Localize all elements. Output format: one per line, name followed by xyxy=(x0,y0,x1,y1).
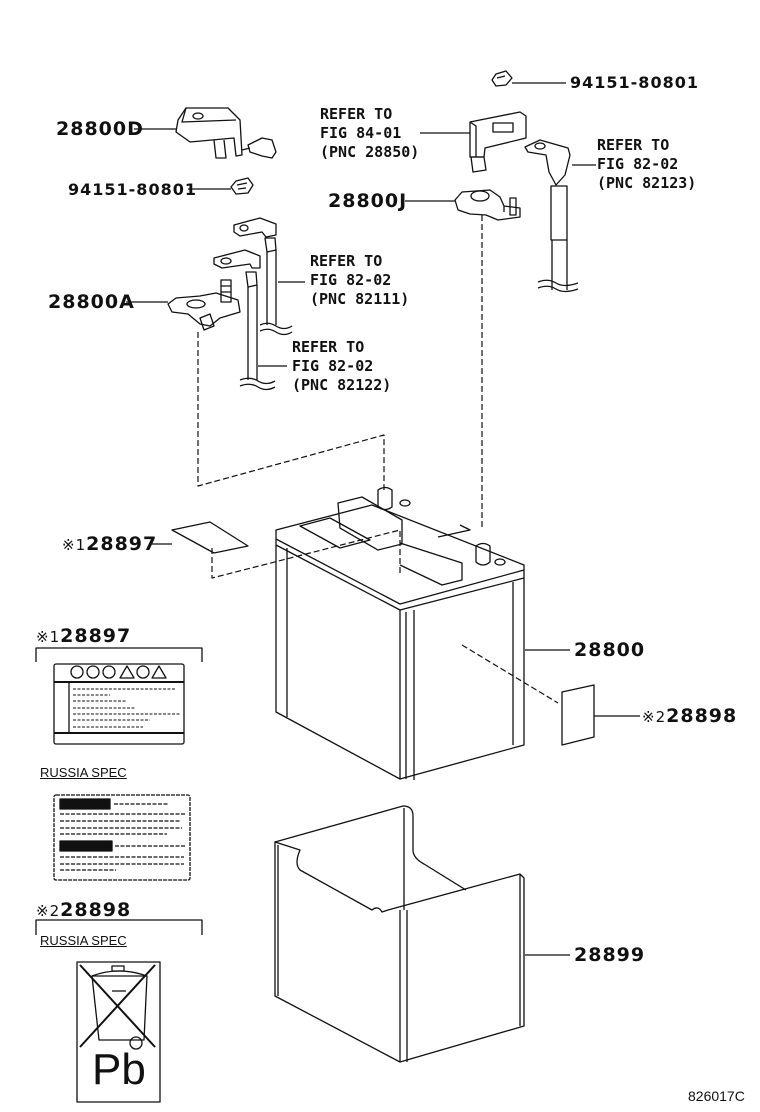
ref-line: FIG 82-02 xyxy=(310,271,392,289)
part-number: 28898 xyxy=(60,899,132,921)
note-mark: ※1 xyxy=(36,628,61,646)
part-label-28800d[interactable]: 28800D xyxy=(56,118,144,140)
russia-spec-heading-1: RUSSIA SPEC xyxy=(40,765,127,780)
terminal-cover-28800d xyxy=(175,107,277,159)
part-number: 28897 xyxy=(86,533,158,555)
cable-82122 xyxy=(213,249,276,391)
ref-line: FIG 82-02 xyxy=(292,357,374,375)
note-mark: ※2 xyxy=(642,708,667,726)
terminal-28800j xyxy=(454,189,521,221)
current-sensor xyxy=(469,111,527,173)
ref-line: (PNC 82111) xyxy=(310,290,410,308)
ref-line: REFER TO xyxy=(310,252,383,270)
ref-line: REFER TO xyxy=(320,105,393,123)
ref-line: REFER TO xyxy=(597,136,670,154)
cable-82123 xyxy=(524,139,579,293)
inset-title-28897: ※128897 xyxy=(36,625,131,647)
label-28898-part xyxy=(561,684,595,746)
nut-94151-left xyxy=(230,177,254,195)
ref-line: (PNC 82122) xyxy=(292,376,392,394)
part-label-28800[interactable]: 28800 xyxy=(574,639,646,661)
ref-line: REFER TO xyxy=(292,338,365,356)
part-label-28800j[interactable]: 28800J xyxy=(328,190,408,212)
ref-line: FIG 82-02 xyxy=(597,155,679,173)
ref-line: (PNC 28850) xyxy=(320,143,420,161)
figure-code: 826017C xyxy=(688,1088,745,1104)
crossed-bin-pb-label-graphic xyxy=(76,961,161,1103)
warning-label-graphic xyxy=(53,663,185,745)
battery-tray-28899 xyxy=(274,805,525,1063)
russia-spec-heading-2: RUSSIA SPEC xyxy=(40,933,127,948)
part-label-28899[interactable]: 28899 xyxy=(574,944,646,966)
inset-bracket-2 xyxy=(35,919,203,935)
part-label-28800a[interactable]: 28800A xyxy=(48,291,135,313)
part-number: 28897 xyxy=(60,625,132,647)
inset-title-28898: ※228898 xyxy=(36,899,131,921)
note-mark: ※2 xyxy=(36,902,61,920)
battery-28800 xyxy=(275,486,525,780)
ref-line: FIG 84-01 xyxy=(320,124,402,142)
russia-warning-label-graphic xyxy=(53,794,191,881)
cable-82111 xyxy=(233,217,293,336)
label-28897-part xyxy=(171,521,249,554)
nut-94151-right xyxy=(491,70,513,87)
terminal-28800a xyxy=(167,279,241,331)
part-label-28897[interactable]: ※128897 xyxy=(62,533,157,555)
part-label-28898[interactable]: ※228898 xyxy=(642,705,737,727)
note-mark: ※1 xyxy=(62,536,87,554)
part-label-94151-80801-right[interactable]: 94151-80801 xyxy=(570,73,699,92)
ref-line: (PNC 82123) xyxy=(597,174,697,192)
inset-bracket-1 xyxy=(35,647,203,662)
part-number: 28898 xyxy=(666,705,738,727)
pb-symbol-text: Pb xyxy=(92,1045,146,1094)
part-label-94151-80801-left[interactable]: 94151-80801 xyxy=(68,180,197,199)
